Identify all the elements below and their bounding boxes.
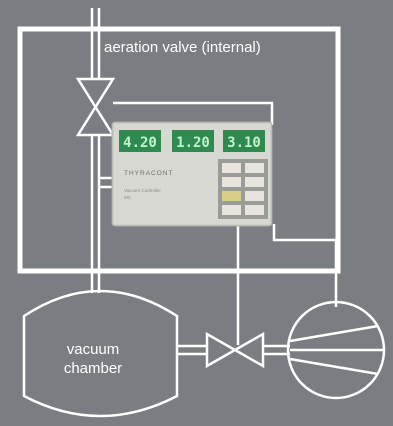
pump-control-line bbox=[236, 224, 338, 345]
chamber-feed-pipe bbox=[90, 135, 101, 293]
keypad-keys bbox=[222, 163, 264, 215]
vacuum-pump-icon bbox=[286, 300, 386, 400]
display-1-readout: 4.20 bbox=[123, 135, 157, 151]
vacuum-chamber-label: vacuum chamber bbox=[63, 341, 123, 377]
vacuum-controller-icon: 4.20 1.20 3.10 THYRACONT Vacuum Controll… bbox=[111, 121, 273, 227]
controller-model-line2: MC bbox=[124, 195, 132, 200]
main-valve-icon bbox=[205, 331, 265, 369]
display-2-readout: 1.20 bbox=[176, 135, 210, 151]
device-enclosure bbox=[17, 26, 341, 274]
inlet-pipe bbox=[90, 8, 101, 78]
display-3 bbox=[223, 130, 265, 152]
display-3-readout: 3.10 bbox=[227, 135, 261, 151]
controller-model-line1: Vacuum Controller bbox=[124, 188, 161, 193]
controller-brand: THYRACONT bbox=[124, 170, 173, 177]
pump-line-pipe bbox=[177, 344, 290, 356]
aeration-valve-label: aeration valve (internal) bbox=[104, 39, 261, 56]
vacuum-chamber-icon bbox=[22, 289, 179, 418]
display-1 bbox=[119, 130, 161, 152]
aeration-valve-icon bbox=[75, 77, 116, 137]
display-2 bbox=[172, 130, 214, 152]
